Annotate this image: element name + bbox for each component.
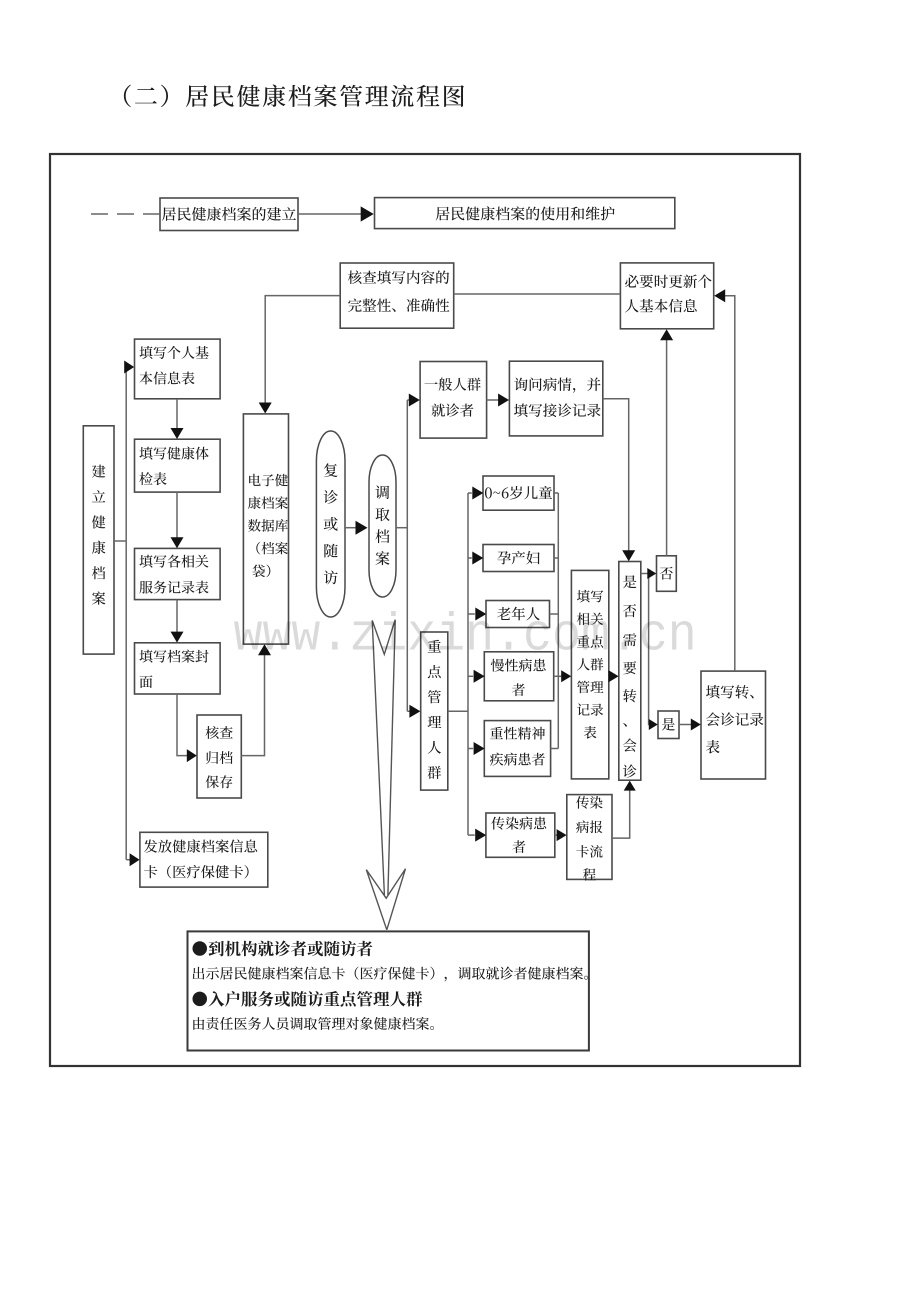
- svg-text:www.zixin.com.cn: www.zixin.com.cn: [234, 607, 697, 666]
